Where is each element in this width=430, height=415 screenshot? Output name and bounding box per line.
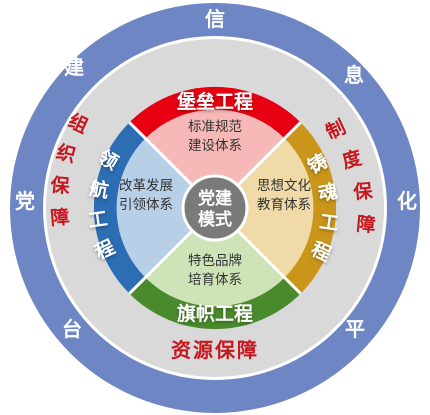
outer-char-tai: 台 <box>62 317 82 341</box>
system-right-line-1: 思想文化 <box>257 178 311 194</box>
outer-char-xin: 信 <box>205 7 225 31</box>
guarantee-tr-3: 障 <box>356 212 377 237</box>
center-line-2: 模式 <box>198 209 232 230</box>
outer-char-ping: 平 <box>345 317 365 341</box>
project-right-2: 工 <box>318 211 340 235</box>
guarantee-resources: 资源保障 <box>171 338 259 362</box>
center-line-1: 党建 <box>198 188 232 209</box>
project-bottom-title: 旗帜工程 <box>177 302 253 325</box>
guarantee-tr-2: 保 <box>351 179 374 204</box>
system-bottom-line-2: 培育体系 <box>188 272 242 288</box>
quadrant-left <box>116 138 215 278</box>
project-right-1: 魂 <box>317 180 340 206</box>
outer-ring-labels: 信 息 化 平 台 党 建 <box>15 7 417 341</box>
system-quadrants <box>116 109 314 307</box>
outer-char-dang: 党 <box>15 189 35 213</box>
system-top-line-2: 建设体系 <box>188 138 242 154</box>
guarantee-tl-3: 障 <box>49 205 70 230</box>
center-circle <box>181 174 249 242</box>
project-left-1: 航 <box>88 177 111 203</box>
guarantee-tl-2: 保 <box>49 173 72 198</box>
quadrant-top <box>145 109 285 208</box>
system-left-line-1: 改革发展 <box>119 178 173 194</box>
quadrant-bottom <box>145 208 285 307</box>
system-right-line-2: 教育体系 <box>257 197 311 213</box>
outer-char-jian: 建 <box>64 55 84 79</box>
project-left-2: 工 <box>87 208 109 232</box>
system-bottom-line-1: 特色品牌 <box>188 252 242 269</box>
outer-char-xi: 息 <box>344 63 364 87</box>
system-left-line-2: 引领体系 <box>119 197 173 213</box>
outer-char-hua: 化 <box>397 189 417 213</box>
project-top-title: 堡垒工程 <box>177 90 253 113</box>
quadrant-right <box>215 138 314 278</box>
system-top-line-1: 标准规范 <box>188 119 242 135</box>
